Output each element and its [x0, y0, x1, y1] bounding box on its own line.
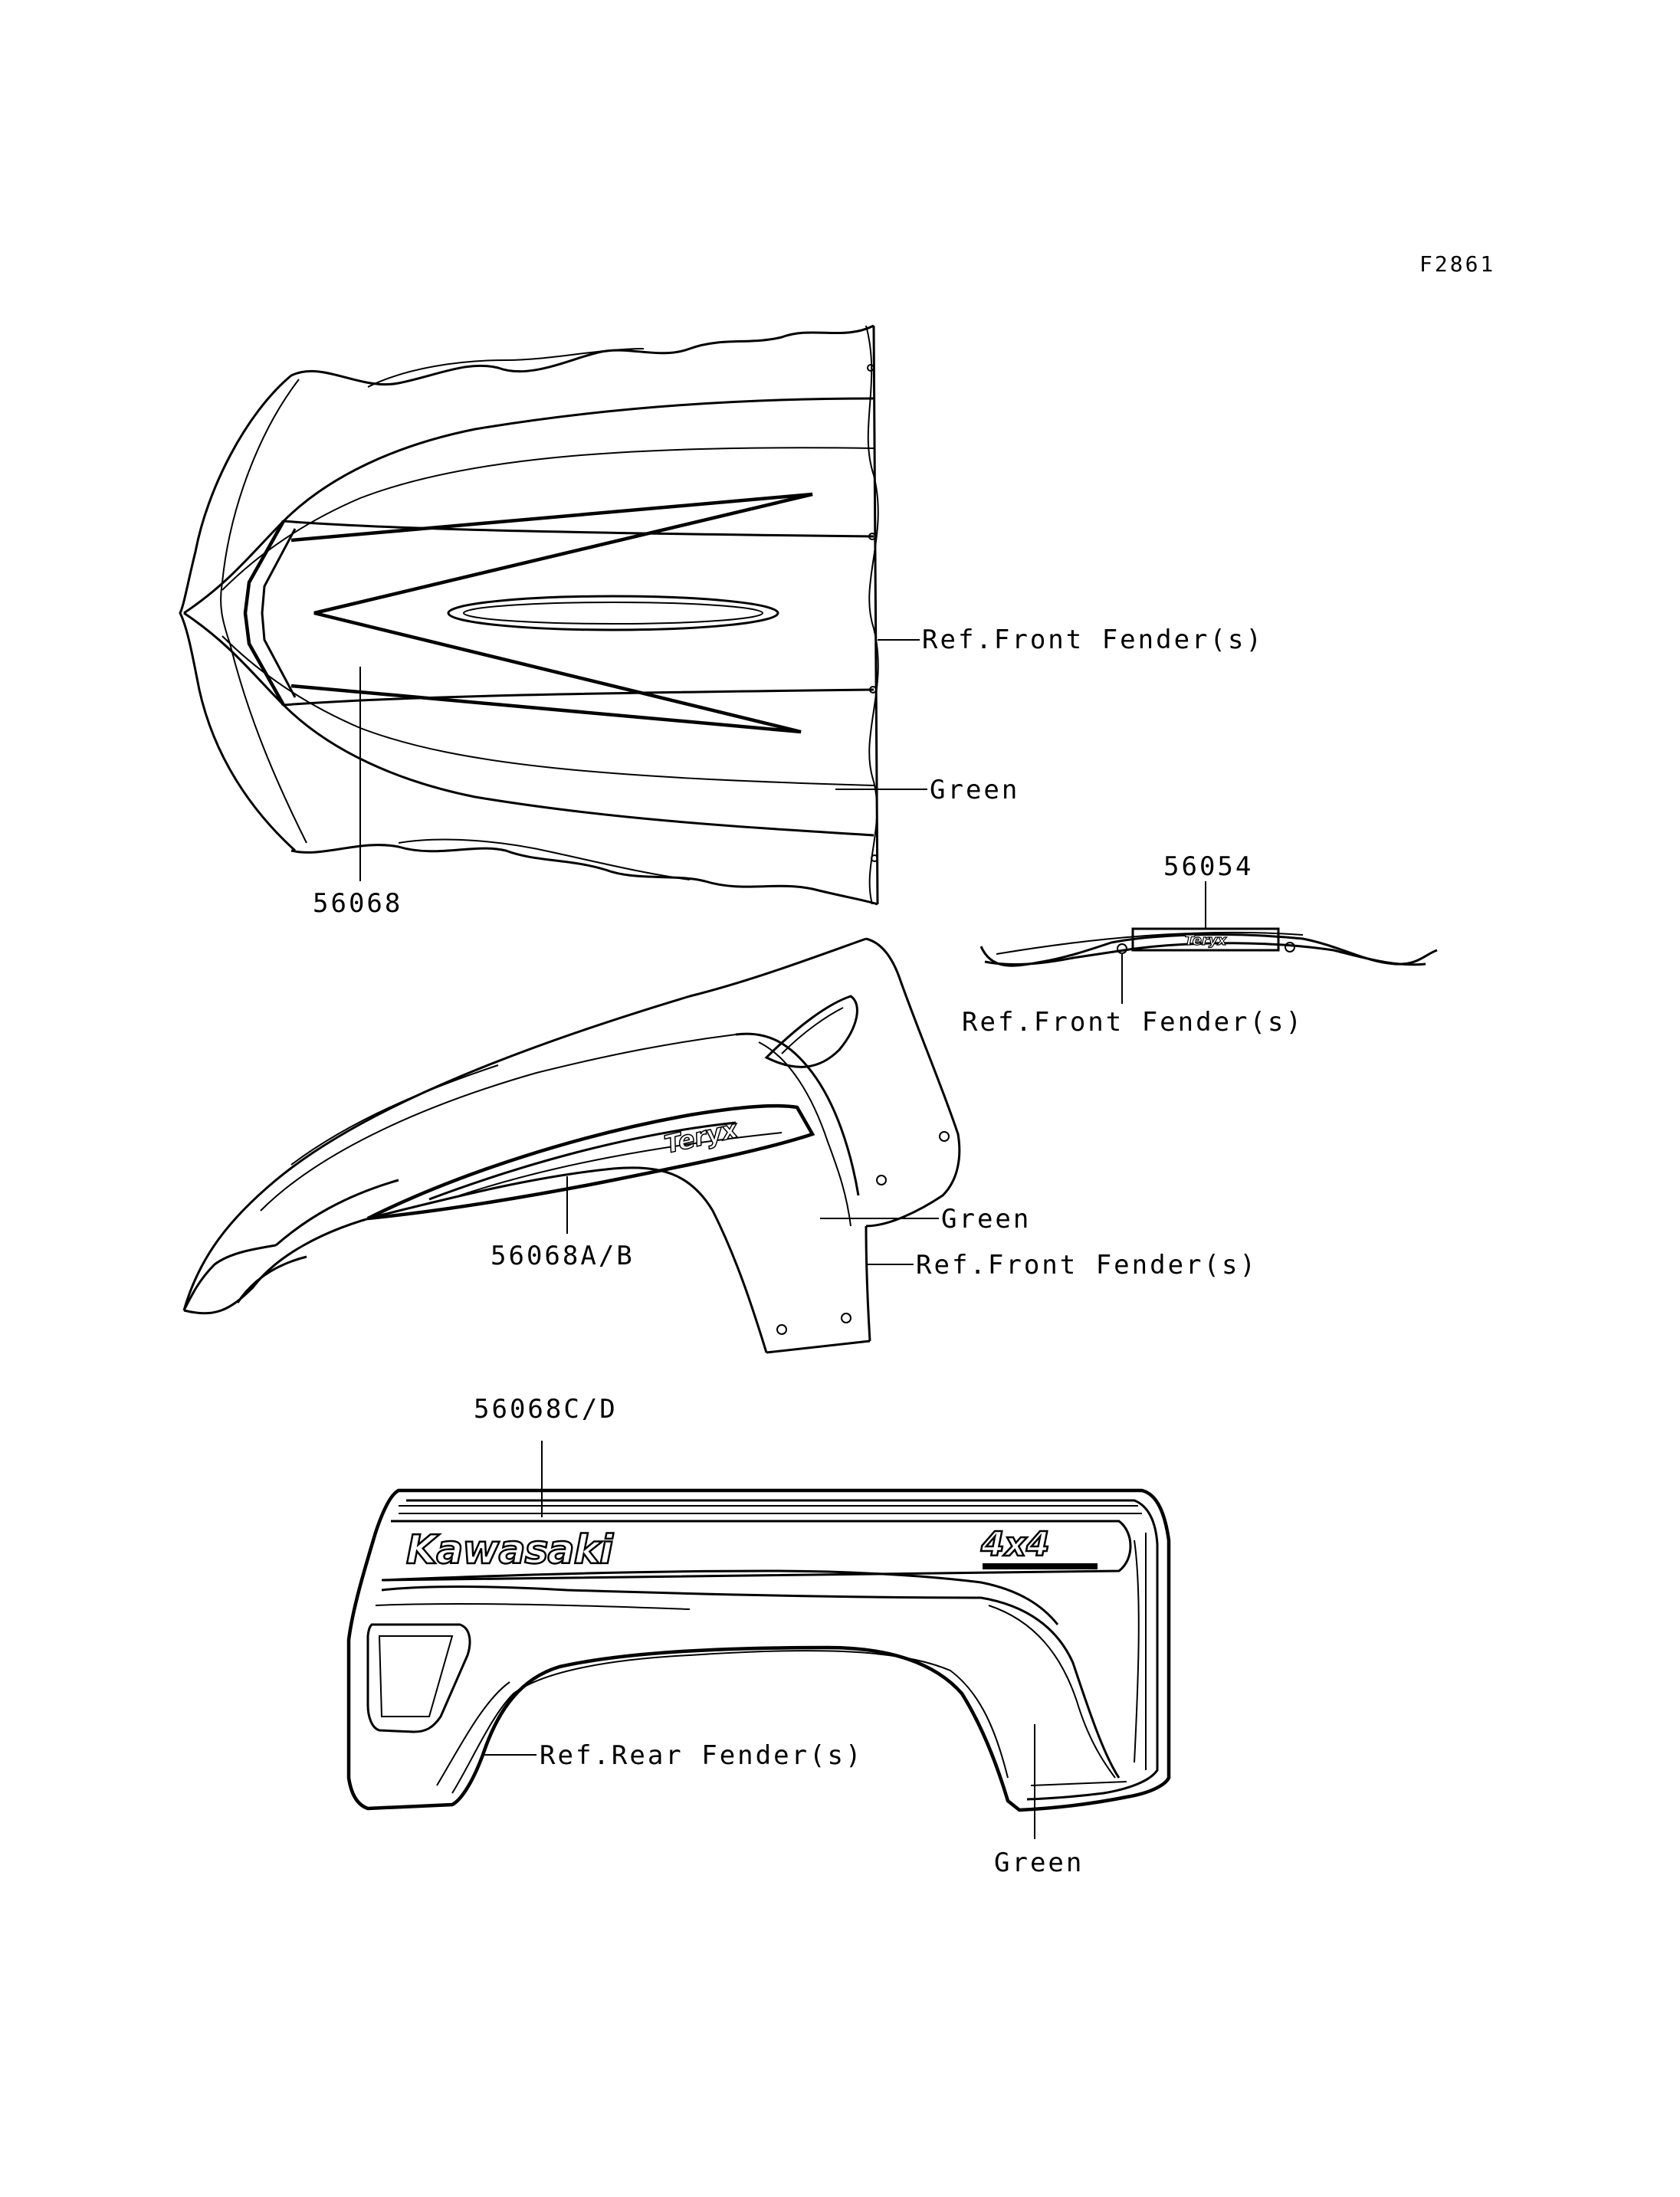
strip-logo: Teryx	[1185, 933, 1228, 949]
green-label-rear: Green	[994, 1848, 1084, 1878]
part-56068-label: 56068	[313, 888, 402, 919]
green-label-top: Green	[930, 775, 1019, 805]
ref-front-fender-label-top: Ref.Front Fender(s)	[922, 625, 1264, 655]
four-by-four-logo: 4x4	[980, 1525, 1050, 1564]
rear-fender-view: Kawasaki 4x4	[346, 1441, 1171, 1839]
figure-code: F2861	[1419, 251, 1495, 277]
part-56054-label: 56054	[1163, 851, 1253, 882]
four-by-four-subtitle-bar	[983, 1563, 1098, 1569]
kawasaki-logo: Kawasaki	[406, 1527, 614, 1573]
ref-front-fender-label-mid: Ref.Front Fender(s)	[962, 1007, 1304, 1038]
front-fender-side-view: Teryx	[182, 937, 961, 1354]
ref-rear-fender-label: Ref.Rear Fender(s)	[540, 1740, 863, 1771]
part-56068cd-label: 56068C/D	[474, 1394, 618, 1425]
green-label-side: Green	[941, 1204, 1031, 1235]
front-fender-top-view	[179, 324, 927, 906]
side-decal-logo: Teryx	[661, 1114, 741, 1159]
part-56068ab-label: 56068A/B	[491, 1241, 635, 1271]
front-strip-view: Teryx	[979, 881, 1438, 1004]
ref-front-fender-label-side: Ref.Front Fender(s)	[916, 1250, 1258, 1280]
